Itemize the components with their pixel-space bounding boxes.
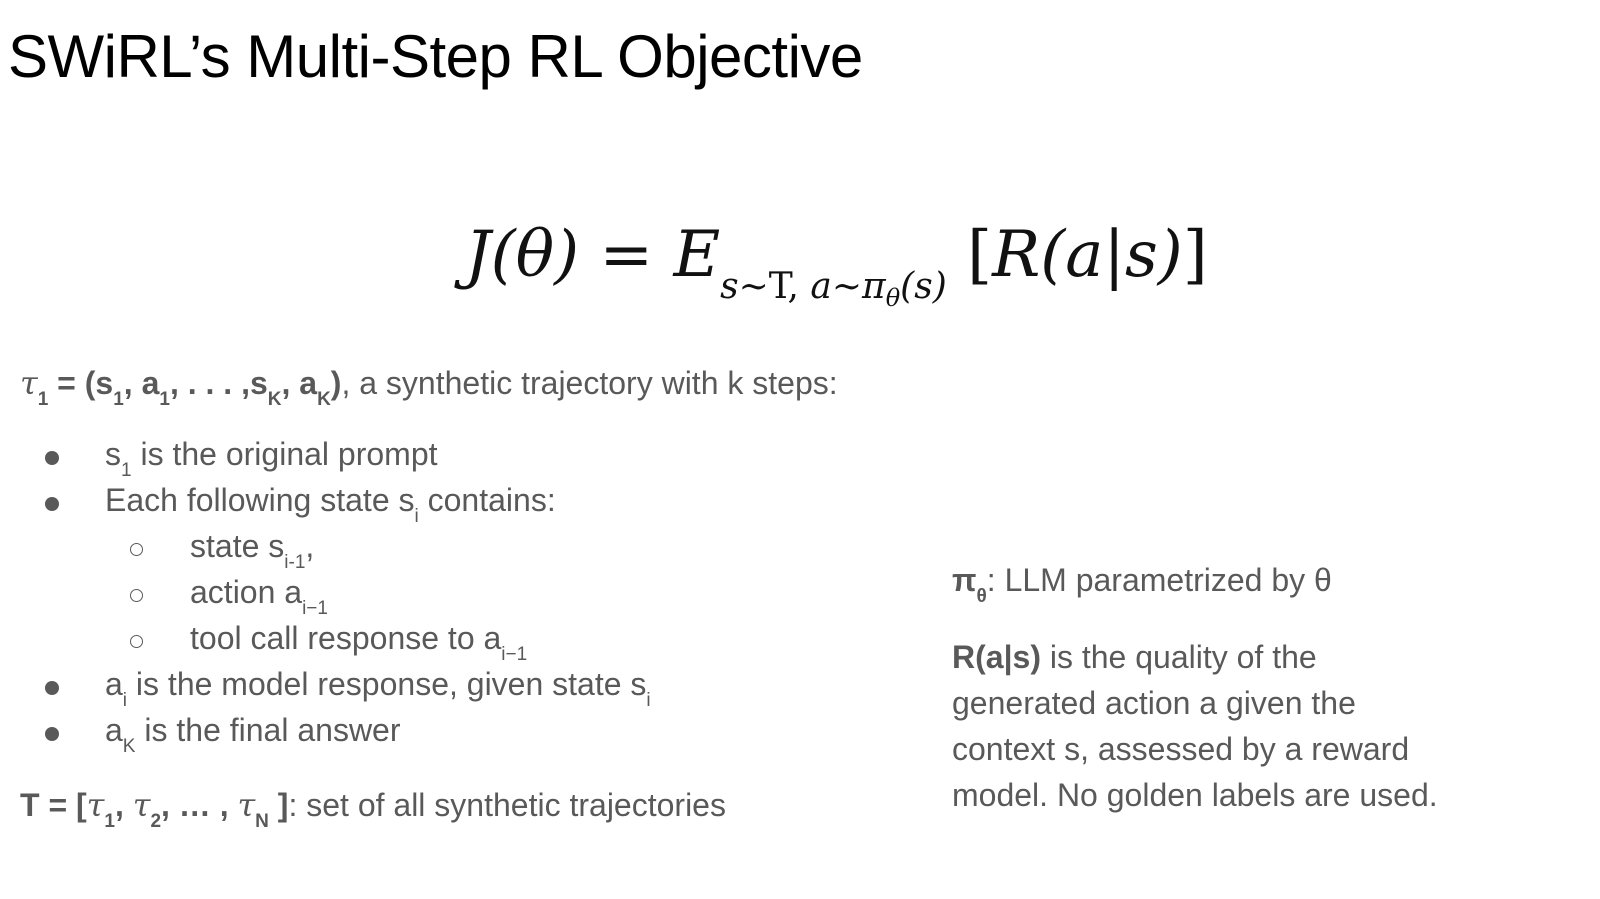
- bullet-ring: [130, 543, 143, 556]
- bullet-ring: [130, 589, 143, 602]
- policy-definition: πθ: LLM parametrized by θ: [952, 562, 1332, 607]
- trajectory-definition: τ1 = (s1, a1, . . . ,sK, aK), a syntheti…: [20, 364, 838, 410]
- formula-equals: =: [599, 218, 654, 292]
- formula-expectation: E: [673, 218, 721, 292]
- bullet-dot: [45, 451, 59, 465]
- formula-subscript: s∼T, a∼πθ(s): [720, 266, 947, 312]
- objective-formula: J(θ) = Es∼T, a∼πθ(s) [R(a|s)]: [465, 218, 1208, 312]
- formula-bracket-close: ]: [1182, 218, 1208, 292]
- bullet-dot: [45, 681, 59, 695]
- reward-definition: R(a|s) is the quality of the generated a…: [952, 639, 1438, 813]
- formula-bracket-open: [: [967, 218, 993, 292]
- bullet-ring: [130, 635, 143, 648]
- trajectory-set-definition: T = [τ1, τ2, … , τN ]: set of all synthe…: [20, 786, 726, 832]
- bullet-dot: [45, 497, 59, 511]
- formula-body: R(a|s): [992, 218, 1183, 292]
- bullet-dot: [45, 727, 59, 741]
- slide-title: SWiRL’s Multi-Step RL Objective: [8, 23, 863, 90]
- formula-lhs: J(θ): [465, 218, 580, 292]
